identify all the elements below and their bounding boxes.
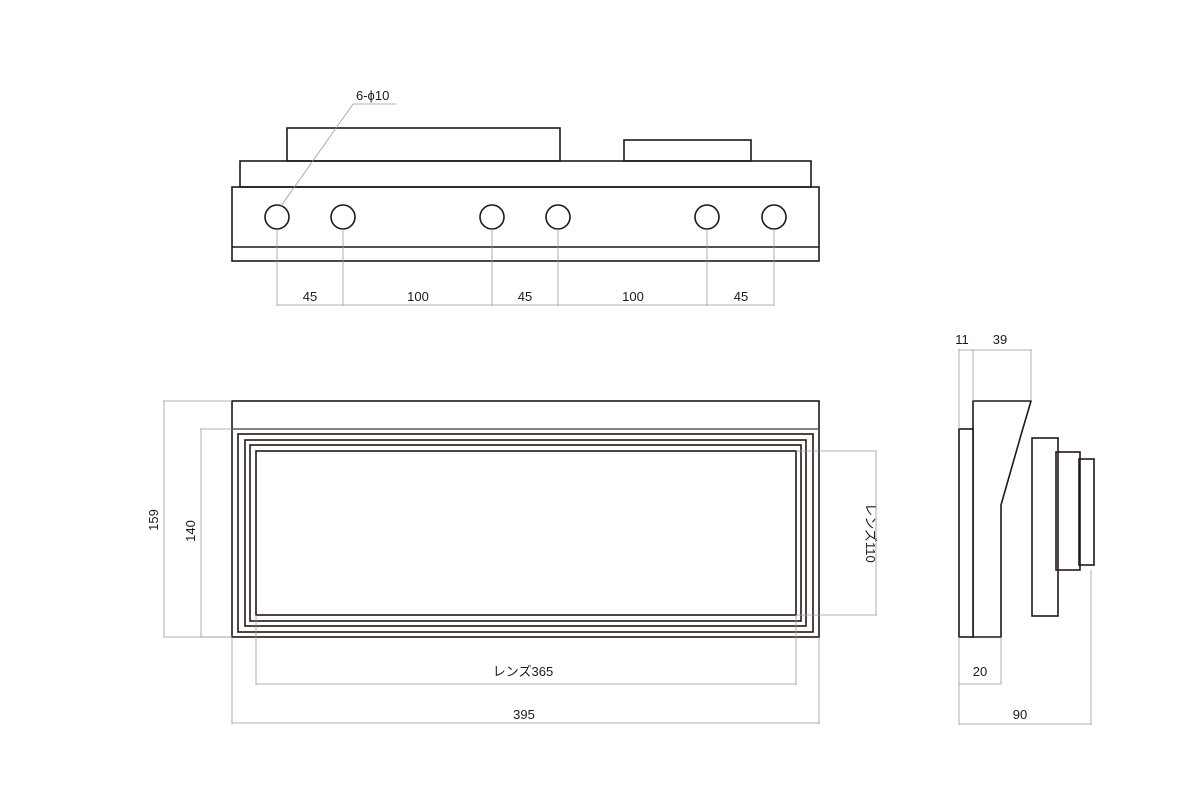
mounting-hole-3 — [479, 204, 505, 230]
top-view-right-block — [623, 139, 752, 162]
spacing-label-1: 45 — [303, 289, 317, 304]
mounting-hole-5 — [694, 204, 720, 230]
side-view-back-plate — [958, 428, 974, 638]
mounting-hole-4 — [545, 204, 571, 230]
mounting-hole-6 — [761, 204, 787, 230]
overall-height-label: 159 — [146, 509, 161, 531]
spacing-label-3: 45 — [518, 289, 532, 304]
side-bottom-inner-label: 20 — [973, 664, 987, 679]
frame-height-label: 140 — [183, 520, 198, 542]
mounting-hole-2 — [330, 204, 356, 230]
side-view: 11 39 20 90 — [955, 332, 1095, 725]
side-view-stepped-face-3 — [1055, 451, 1081, 571]
top-view-left-block — [286, 127, 561, 162]
lens-height-label: レンズ110 — [863, 503, 878, 562]
side-view-stepped-face-2 — [1031, 437, 1059, 617]
top-view: 6-ϕ10 45 100 45 100 45 — [231, 88, 820, 306]
front-view-outer-frame — [231, 400, 820, 638]
side-depth-label: 90 — [1013, 707, 1027, 722]
front-view-lens — [255, 450, 797, 616]
spacing-label-2: 100 — [407, 289, 429, 304]
hole-extension-lines — [276, 229, 775, 306]
hole-callout-leader — [280, 103, 396, 207]
spacing-label-4: 100 — [622, 289, 644, 304]
side-view-stepped-face-4 — [1078, 458, 1095, 566]
spacing-label-5: 45 — [734, 289, 748, 304]
front-view-frame-1 — [237, 433, 814, 633]
side-top-right-label: 39 — [993, 332, 1007, 347]
overall-width-label: 395 — [513, 707, 535, 722]
top-view-upper-plate — [239, 160, 812, 188]
front-view: 159 140 レンズ110 レンズ365 395 — [146, 400, 878, 724]
side-view-main-body — [972, 400, 1033, 638]
lens-width-label: レンズ365 — [493, 664, 553, 679]
mounting-hole-1 — [264, 204, 290, 230]
front-view-frame-2 — [244, 439, 807, 627]
side-top-left-label: 11 — [955, 332, 969, 347]
top-view-main-body — [231, 186, 820, 262]
front-view-frame-3 — [249, 444, 802, 622]
hole-callout-label: 6-ϕ10 — [356, 88, 389, 103]
